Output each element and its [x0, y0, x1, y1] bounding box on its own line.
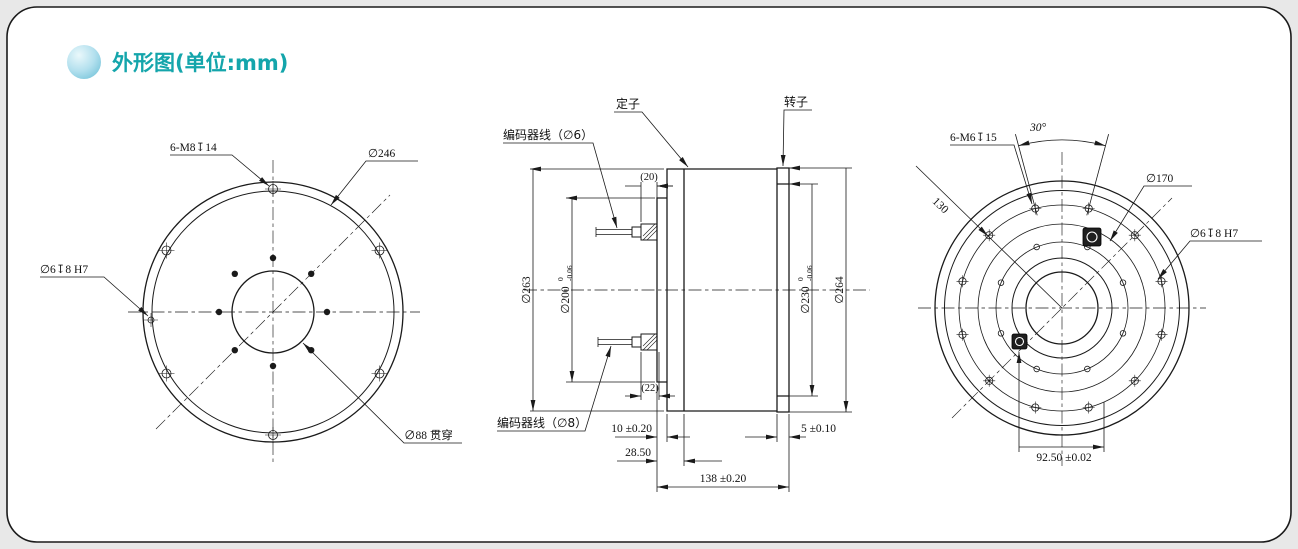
dim-dia200-lines [566, 198, 655, 382]
dim-30-radials [1015, 133, 1109, 216]
dim-30-arc [1018, 139, 1106, 147]
panel [6, 6, 1292, 543]
dim-5-label: 5 ±0.10 [801, 423, 836, 435]
dim-10-label: 10 ±0.20 [611, 423, 652, 435]
rear-dia170-leader [1109, 185, 1192, 242]
rear-connector-bottom [1011, 333, 1028, 350]
encoder-cable-top [595, 223, 658, 241]
svg-text:0: 0 [796, 277, 805, 281]
front-pin-hole-label: ∅6↧8 H7 [40, 264, 88, 276]
svg-text:0: 0 [556, 277, 565, 281]
dim-20-label: (20) [640, 172, 658, 183]
dim-130-line [915, 165, 989, 237]
rear-dia170-label: ∅170 [1146, 173, 1174, 185]
dim-138-label: 138 ±0.20 [700, 473, 747, 485]
encoder-cable-bottom [597, 333, 658, 351]
front-bore-leader [302, 342, 462, 444]
rotor-label: 转子 [784, 94, 808, 109]
title-bullet-icon [67, 45, 101, 79]
dim-22-label: (22) [641, 383, 659, 394]
dim-925-lines [1019, 352, 1104, 452]
rear-view: 30° 130 6-M6↧15 ∅170 ∅6↧8 H7 92.50 ±0.02 [915, 122, 1262, 466]
cable-bottom-label: 编码器线（∅8） [497, 415, 587, 430]
dim-dia264-lines [789, 168, 852, 412]
dim-dia263-label: ∅263 [521, 276, 533, 304]
front-view: 6-M8↧14 ∅246 ∅6↧8 H7 ∅88 贯穿 [40, 142, 462, 464]
front-pin-hole-leader [40, 276, 149, 317]
svg-text:∅230: ∅230 [800, 286, 812, 314]
rear-bolt-spec-label: 6-M6↧15 [950, 132, 997, 144]
front-bolt-spec-label: 6-M8↧14 [170, 142, 217, 154]
stator-leader [614, 111, 689, 168]
dim-dia263-lines [530, 169, 664, 411]
front-bolt-circle-leader [330, 160, 418, 206]
front-bolt-holes [144, 181, 388, 443]
svg-text:∅200: ∅200 [560, 286, 572, 314]
dim-dia200-label: ∅200 0 -0.06 [556, 265, 574, 314]
svg-text:-0.06: -0.06 [565, 265, 574, 281]
svg-text:-0.06: -0.06 [805, 265, 814, 281]
front-bolt-spec-leader [170, 154, 270, 187]
header: 外形图(单位:mm) [67, 45, 288, 79]
rear-bolt-spec-leader [950, 144, 1033, 205]
cable-top-label: 编码器线（∅6） [503, 127, 593, 142]
dim-30-label: 30° [1029, 122, 1047, 134]
front-bore-label: ∅88 贯穿 [404, 428, 453, 442]
rear-pin-hole-leader [1157, 240, 1262, 280]
dim-285-label: 28.50 [625, 447, 651, 459]
dim-130-tail [987, 235, 1063, 309]
dim-20-lines [625, 182, 673, 222]
dim-925-label: 92.50 ±0.02 [1036, 452, 1091, 464]
rear-connector-top [1082, 227, 1102, 247]
cable-top-leader [503, 142, 618, 229]
dim-22-lines [625, 352, 660, 400]
stator-label: 定子 [616, 96, 640, 111]
front-bolt-circle-label: ∅246 [368, 148, 396, 160]
dim-ext-lines [656, 385, 790, 492]
dim-dia264-label: ∅264 [834, 276, 846, 304]
cable-bottom-leader [497, 345, 612, 432]
side-view: 定子 转子 编码器线（∅6） 编码器线（∅8） ∅263 ∅200 0 -0.0… [497, 94, 870, 492]
rotor-leader [780, 109, 812, 167]
front-centerlines [128, 160, 420, 464]
page-title: 外形图(单位:mm) [112, 51, 288, 75]
rear-pin-hole-label: ∅6↧8 H7 [1190, 228, 1238, 240]
